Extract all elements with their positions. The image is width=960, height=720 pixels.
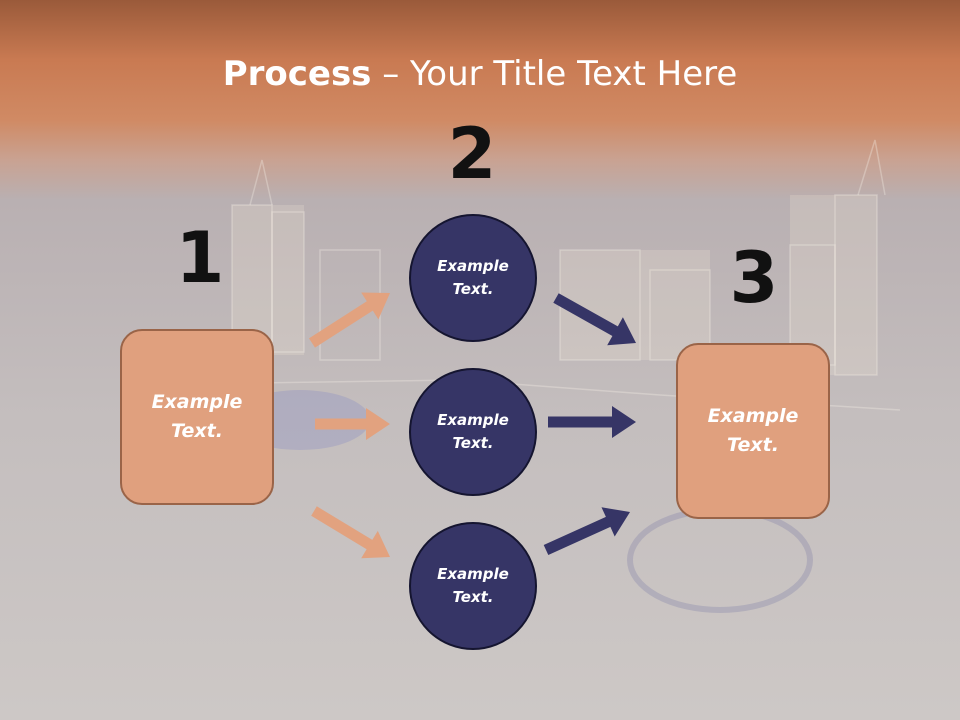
step-number-1: 1 <box>175 217 225 299</box>
arrow-middle-to-3 <box>548 406 636 438</box>
arrow-1-to-middle <box>315 408 390 440</box>
circle-top-text-line2: Text. <box>452 280 494 298</box>
arrow-1-to-bottom <box>311 506 390 559</box>
arrow-bottom-to-3 <box>543 507 630 555</box>
step-2-circle-middle: Example Text. <box>409 368 537 496</box>
step-number-2: 2 <box>447 113 497 195</box>
arrow-top-to-3 <box>553 293 636 346</box>
step-2-circle-top: Example Text. <box>409 214 537 342</box>
slide-title: Process – Your Title Text Here <box>0 52 960 96</box>
arrow-1-to-top <box>309 292 390 348</box>
step-1-box: Example Text. <box>120 329 274 505</box>
step-3-box: Example Text. <box>676 343 830 519</box>
step-number-3: 3 <box>729 237 779 319</box>
step-3-text-line1: Example <box>707 405 799 427</box>
circle-bottom-text-line1: Example <box>437 565 509 583</box>
step-3-text-line2: Text. <box>727 434 779 456</box>
step-1-text-line1: Example <box>151 391 243 413</box>
title-rest: – Your Title Text Here <box>371 54 738 94</box>
circle-middle-text-line2: Text. <box>452 434 494 452</box>
title-bold: Process <box>222 54 372 94</box>
circle-middle-text-line1: Example <box>437 411 509 429</box>
step-1-text-line2: Text. <box>171 420 223 442</box>
step-2-circle-bottom: Example Text. <box>409 522 537 650</box>
circle-top-text-line1: Example <box>437 257 509 275</box>
circle-bottom-text-line2: Text. <box>452 588 494 606</box>
